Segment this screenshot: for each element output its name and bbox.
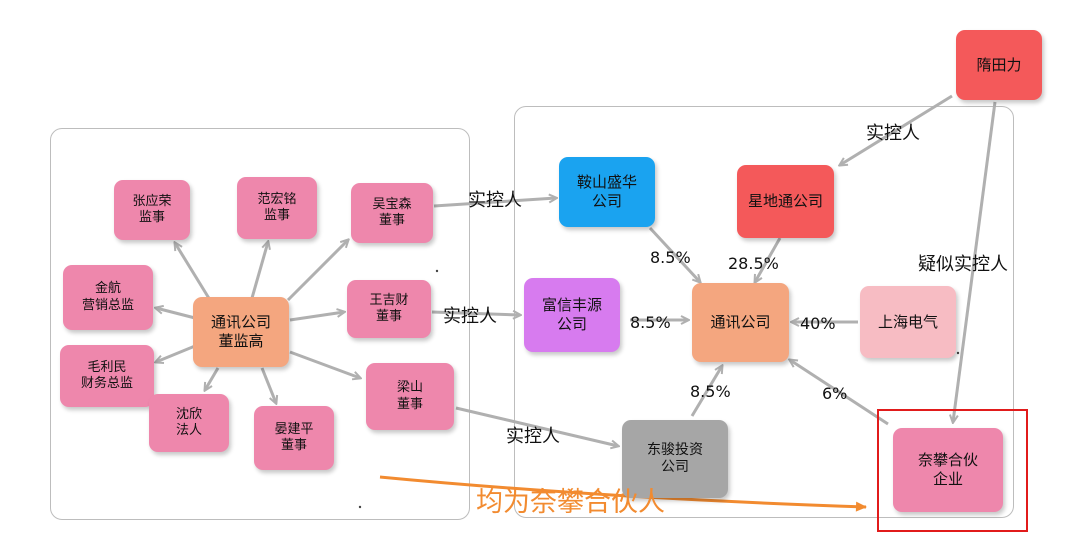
edge-exec-liang — [289, 350, 360, 378]
label-pct-xingditong: 28.5% — [728, 254, 779, 273]
edge-exec-shen — [205, 367, 220, 390]
edge-exec-fan — [250, 242, 268, 299]
node-text: 富信丰源 公司 — [541, 296, 602, 333]
node-yan-jianping: 晏建平 董事 — [254, 406, 334, 470]
label-controller-anshan: 实控人 — [468, 190, 522, 211]
node-text: 毛利民 财务总监 — [80, 359, 133, 391]
node-text: 金航 营销总监 — [81, 281, 134, 313]
label-controller-xingditong: 实控人 — [866, 123, 920, 144]
node-anshan-shenghua: 鞍山盛华 公司 — [559, 157, 655, 227]
node-tongxun-company: 通讯公司 — [692, 283, 789, 362]
node-wang-jicai: 王吉财 董事 — [347, 280, 431, 338]
node-wu-baosen: 吴宝森 董事 — [351, 183, 433, 243]
node-text: 隋田力 — [976, 55, 1022, 74]
node-shanghai-dianqi: 上海电气 — [860, 286, 956, 358]
edge-exec-jin — [156, 308, 196, 320]
edge-exec-zhang — [175, 243, 212, 301]
node-xingditong: 星地通公司 — [737, 165, 834, 238]
edge-anshan-tongxun — [648, 226, 700, 282]
node-text: 通讯公司 — [710, 313, 771, 332]
node-text: 王吉财 董事 — [369, 292, 409, 324]
label-pct-shanghai: 40% — [800, 314, 836, 333]
node-jin-hang: 金航 营销总监 — [63, 265, 153, 330]
node-text: 星地通公司 — [747, 192, 823, 211]
edge-exec-wu — [286, 240, 348, 302]
label-controller-dongjun: 实控人 — [506, 426, 560, 447]
node-mao-limin: 毛利民 财务总监 — [60, 345, 154, 407]
footnote-arrow — [379, 475, 867, 512]
edge-sui-naipan — [953, 101, 997, 422]
node-zhang-yingrong: 张应荣 监事 — [114, 180, 190, 240]
node-tongxun-exec: 通讯公司 董监高 — [193, 297, 289, 367]
edge-dongjun-tongxun — [690, 366, 722, 417]
node-liang-shan: 梁山 董事 — [366, 363, 454, 430]
node-dongjun-touzi: 东骏投资 公司 — [622, 420, 728, 498]
label-pct-dongjun: 8.5% — [690, 382, 731, 401]
node-text: 晏建平 董事 — [274, 421, 314, 453]
node-fuxin-fengyuan: 富信丰源 公司 — [524, 278, 620, 352]
label-pct-naipan: 6% — [822, 384, 848, 403]
node-naipan-hehuo: 奈攀合伙 企业 — [893, 428, 1003, 512]
label-pct-fuxin: 8.5% — [630, 313, 671, 332]
edge-sui-xingditong — [840, 94, 953, 165]
node-text: 范宏铭 监事 — [257, 191, 297, 223]
edge-naipan-tongxun — [790, 360, 889, 426]
node-text: 张应荣 监事 — [132, 193, 172, 225]
label-controller-fuxin: 实控人 — [443, 306, 497, 327]
edge-exec-wang — [289, 312, 344, 322]
node-fan-hongming: 范宏铭 监事 — [237, 177, 317, 239]
node-text: 奈攀合伙 企业 — [917, 451, 978, 488]
node-text: 吴宝森 董事 — [372, 196, 412, 228]
node-text: 通讯公司 董监高 — [210, 313, 271, 350]
highlight-box — [877, 409, 1028, 532]
executives-group-box — [50, 128, 470, 520]
edge-wang-fuxin — [431, 312, 520, 315]
edge-exec-yan — [260, 367, 276, 403]
node-sui-tianli: 隋田力 — [956, 30, 1042, 100]
edge-xingditong-tongxun — [755, 237, 782, 282]
edge-wu-anshan — [433, 198, 556, 208]
label-pct-anshan: 8.5% — [650, 248, 691, 267]
node-shen-xin: 沈欣 法人 — [149, 394, 229, 452]
node-text: 沈欣 法人 — [175, 406, 202, 438]
node-text: 上海电气 — [877, 312, 938, 331]
label-suspected-controller: 疑似实控人 — [918, 254, 1008, 275]
node-text: 梁山 董事 — [396, 380, 423, 412]
edge-exec-mao — [156, 344, 196, 362]
node-text: 东骏投资 公司 — [647, 441, 703, 476]
footnote-text: 均为奈攀合伙人 — [476, 487, 665, 518]
node-text: 鞍山盛华 公司 — [576, 173, 637, 210]
edge-liang-dongjun — [455, 406, 618, 446]
